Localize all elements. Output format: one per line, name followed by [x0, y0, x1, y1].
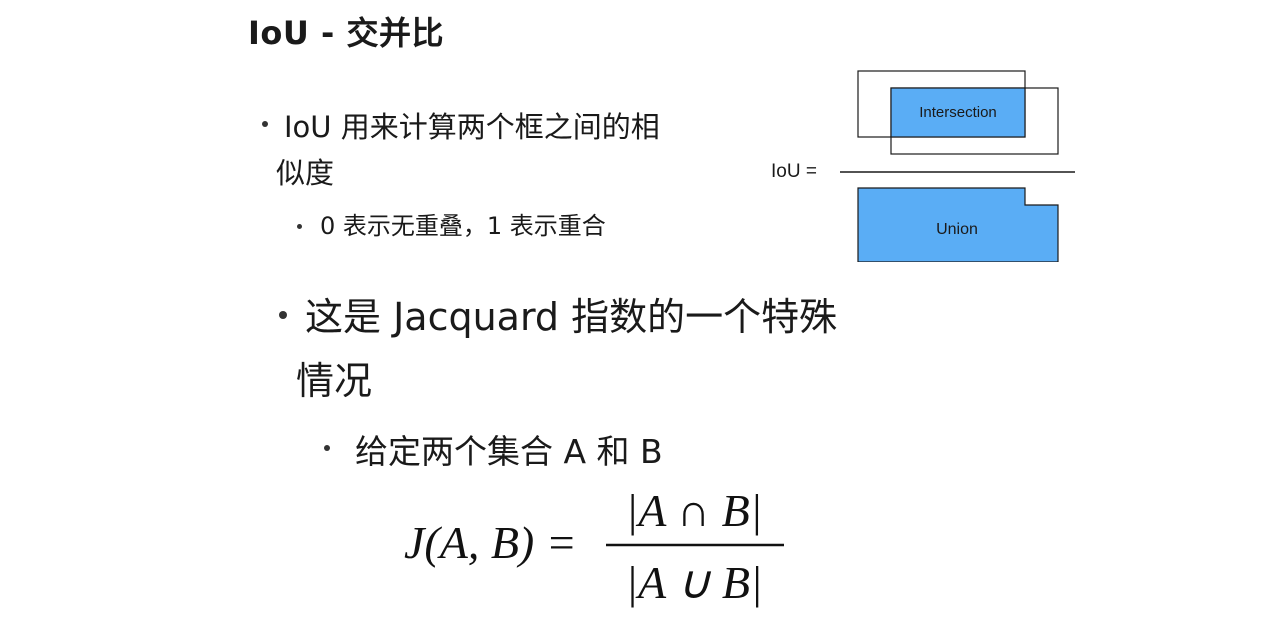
union-region [857, 187, 1059, 262]
iou-diagram: Intersection IoU = Union [771, 70, 1075, 262]
intersection-label: Intersection [919, 104, 997, 121]
formula-numerator: |A ∩ B| [626, 485, 763, 536]
bullet-iou-definition-line2: 似度 [276, 156, 335, 190]
sub-bullet-overlap-meaning: 0 表示无重叠，1 表示重合 [320, 212, 606, 240]
formula-lhs: J(A, B) = [404, 517, 577, 568]
bullet-jacquard-line2: 情况 [296, 359, 373, 403]
bullet-iou-definition-line1: IoU 用来计算两个框之间的相 [284, 110, 660, 144]
iou-equals-label: IoU = [771, 161, 817, 182]
formula-denominator: |A ∪ B| [625, 557, 762, 608]
jaccard-formula: J(A, B) = |A ∩ B| |A ∪ B| [404, 485, 784, 608]
sub-bullet-sets: 给定两个集合 A 和 B [355, 432, 663, 471]
bullet-dot [262, 121, 268, 127]
slide-title: IoU - 交并比 [248, 14, 444, 52]
sub-bullet-dot [297, 224, 302, 229]
bullet-jacquard-line1: 这是 Jacquard 指数的一个特殊 [305, 295, 838, 339]
union-label: Union [936, 221, 978, 238]
sub-bullet-dot [324, 445, 330, 451]
intersection-region [890, 87, 1026, 138]
bullet-dot [279, 311, 287, 319]
